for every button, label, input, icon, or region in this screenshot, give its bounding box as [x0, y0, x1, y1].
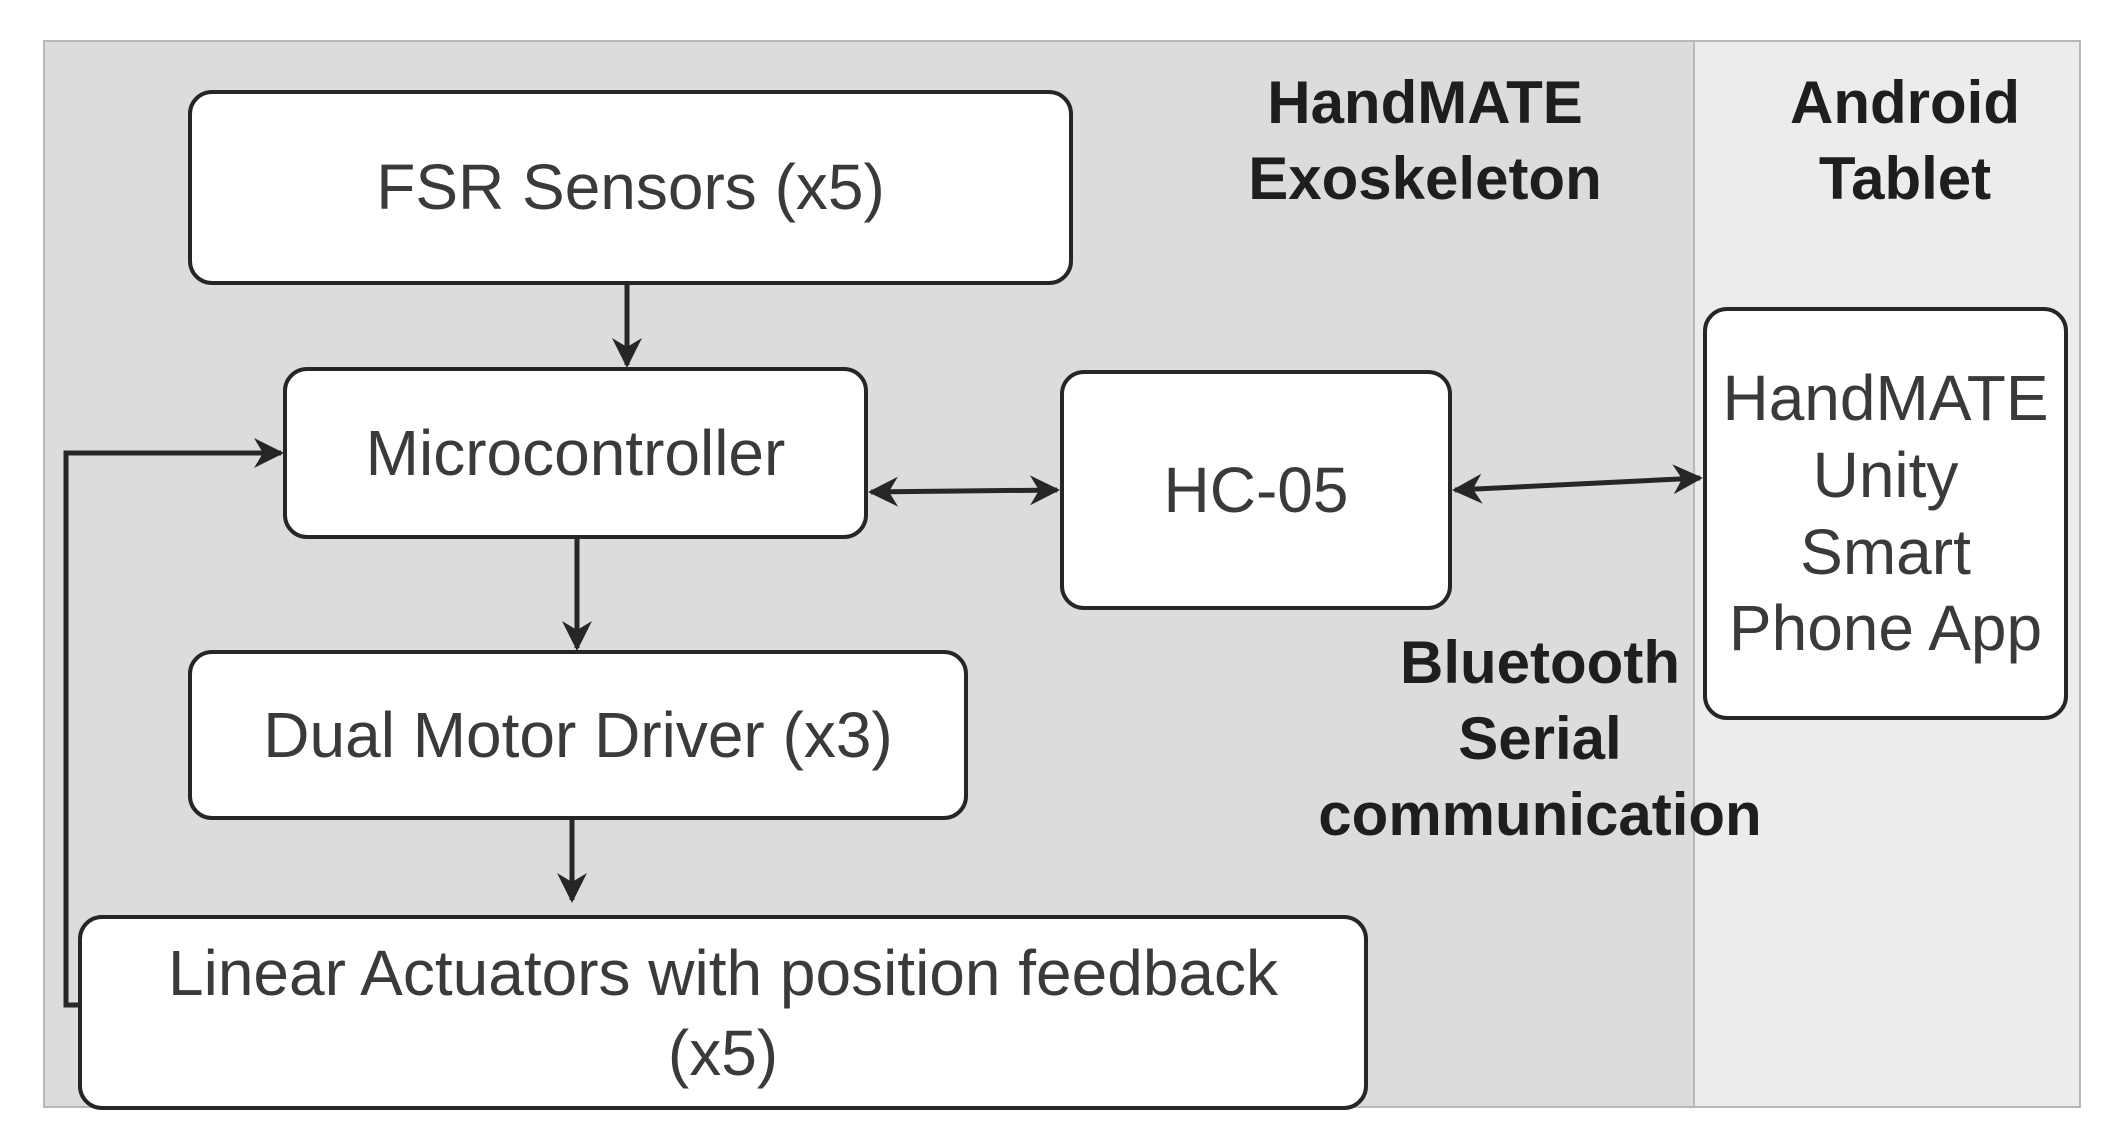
- unity-app-label-line2: Unity: [1812, 438, 1959, 511]
- arrow-hc05-app: [1452, 464, 1703, 504]
- fsr-sensors-node: FSR Sensors (x5): [188, 90, 1073, 285]
- linear-actuators-label-line1: Linear Actuators with position feedback: [168, 936, 1278, 1009]
- tablet-title-line2: Tablet: [1818, 145, 1992, 212]
- linear-actuators-label-line2: (x5): [667, 1016, 779, 1089]
- microcontroller-label: Microcontroller: [365, 416, 786, 489]
- exoskeleton-title: HandMATE Exoskeleton: [1180, 65, 1670, 217]
- unity-app-label-line3: Smart: [1800, 515, 1971, 588]
- hc05-label: HC-05: [1163, 453, 1349, 526]
- bluetooth-line2: Serial: [1458, 705, 1622, 772]
- exoskeleton-title-line1: HandMATE: [1267, 69, 1583, 136]
- unity-app-label-line1: HandMATE: [1722, 361, 2049, 434]
- linear-actuators-node: Linear Actuators with position feedback …: [78, 915, 1368, 1110]
- bluetooth-serial-label: Bluetooth Serial communication: [1270, 625, 1810, 853]
- tablet-title-line1: Android: [1790, 69, 2020, 136]
- fsr-sensors-label: FSR Sensors (x5): [376, 151, 885, 224]
- exoskeleton-title-line2: Exoskeleton: [1248, 145, 1602, 212]
- arrow-microcontroller-hc05: [868, 475, 1060, 507]
- dual-motor-driver-label: Dual Motor Driver (x3): [263, 698, 893, 771]
- bluetooth-line1: Bluetooth: [1400, 629, 1680, 696]
- tablet-title: Android Tablet: [1740, 65, 2070, 217]
- bluetooth-line3: communication: [1318, 781, 1762, 848]
- microcontroller-node: Microcontroller: [283, 367, 868, 539]
- unity-app-node: HandMATE Unity Smart Phone App: [1703, 307, 2068, 720]
- unity-app-label-line4: Phone App: [1728, 592, 2043, 665]
- dual-motor-driver-node: Dual Motor Driver (x3): [188, 650, 968, 820]
- arrow-actuators-feedback-to-microcontroller: [63, 438, 284, 1008]
- hc05-node: HC-05: [1060, 370, 1452, 610]
